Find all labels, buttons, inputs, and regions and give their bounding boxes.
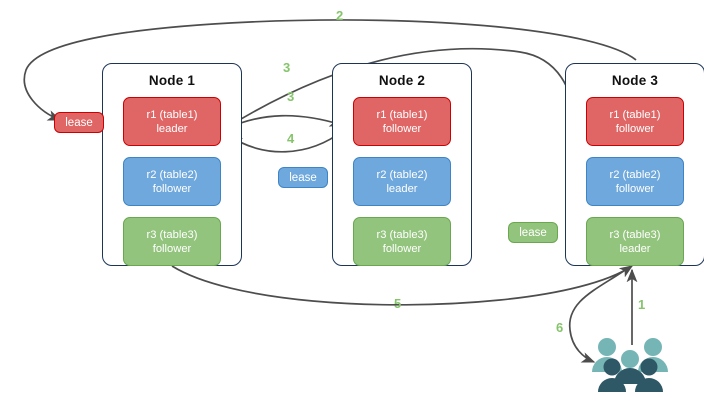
arrow-step-5: [171, 265, 634, 306]
replica-r2[interactable]: r2 (table2) follower: [123, 157, 221, 206]
node-card-node-2[interactable]: Node 2 r1 (table1) follower r2 (table2) …: [332, 63, 472, 266]
node-card-node-3[interactable]: Node 3 r1 (table1) follower r2 (table2) …: [565, 63, 704, 266]
lease-label: lease: [519, 226, 547, 239]
lease-label: lease: [65, 116, 93, 129]
replica-role: leader: [619, 242, 651, 255]
replica-role: follower: [152, 182, 192, 195]
lease-badge-table2[interactable]: lease: [278, 167, 328, 188]
step-label-6: 6: [556, 320, 564, 335]
node-title: Node 2: [378, 73, 426, 88]
replica-name: r1 (table1): [376, 108, 428, 121]
step-label-3a: 3: [283, 60, 291, 75]
node-title: Node 1: [148, 73, 196, 88]
replica-name: r2 (table2): [609, 168, 661, 181]
users-icon: [592, 338, 668, 392]
replica-role: follower: [382, 242, 422, 255]
replica-role: follower: [615, 182, 655, 195]
step-label-1: 1: [638, 297, 646, 312]
replica-name: r3 (table3): [376, 228, 428, 241]
lease-label: lease: [289, 171, 317, 184]
replica-role: follower: [615, 122, 655, 135]
replica-r1[interactable]: r1 (table1) leader: [123, 97, 221, 146]
step-label-4: 4: [287, 131, 295, 146]
replica-r1[interactable]: r1 (table1) follower: [586, 97, 684, 146]
replica-r2[interactable]: r2 (table2) follower: [586, 157, 684, 206]
lease-badge-table3[interactable]: lease: [508, 222, 558, 243]
replica-name: r1 (table1): [609, 108, 661, 121]
replica-name: r2 (table2): [146, 168, 198, 181]
replica-list: r1 (table1) leader r2 (table2) follower …: [103, 97, 241, 266]
replica-r1[interactable]: r1 (table1) follower: [353, 97, 451, 146]
replica-name: r2 (table2): [376, 168, 428, 181]
step-label-2: 2: [336, 8, 344, 23]
node-card-node-1[interactable]: Node 1 r1 (table1) leader r2 (table2) fo…: [102, 63, 242, 266]
step-label-3b: 3: [287, 89, 295, 104]
replica-role: leader: [386, 182, 418, 195]
replica-name: r3 (table3): [609, 228, 661, 241]
replica-role: leader: [156, 122, 188, 135]
step-label-5: 5: [394, 296, 402, 311]
replica-name: r1 (table1): [146, 108, 198, 121]
lease-badge-table1[interactable]: lease: [54, 112, 104, 133]
replica-r3[interactable]: r3 (table3) follower: [353, 217, 451, 266]
arrow-step-2: [23, 19, 637, 121]
arrow-step-6: [568, 267, 629, 363]
node-title: Node 3: [611, 73, 659, 88]
replica-name: r3 (table3): [146, 228, 198, 241]
replica-r3[interactable]: r3 (table3) follower: [123, 217, 221, 266]
replica-r2[interactable]: r2 (table2) leader: [353, 157, 451, 206]
replica-list: r1 (table1) follower r2 (table2) followe…: [566, 97, 704, 266]
replica-role: follower: [382, 122, 422, 135]
replica-role: follower: [152, 242, 192, 255]
replica-r3[interactable]: r3 (table3) leader: [586, 217, 684, 266]
replica-list: r1 (table1) follower r2 (table2) leader …: [333, 97, 471, 266]
